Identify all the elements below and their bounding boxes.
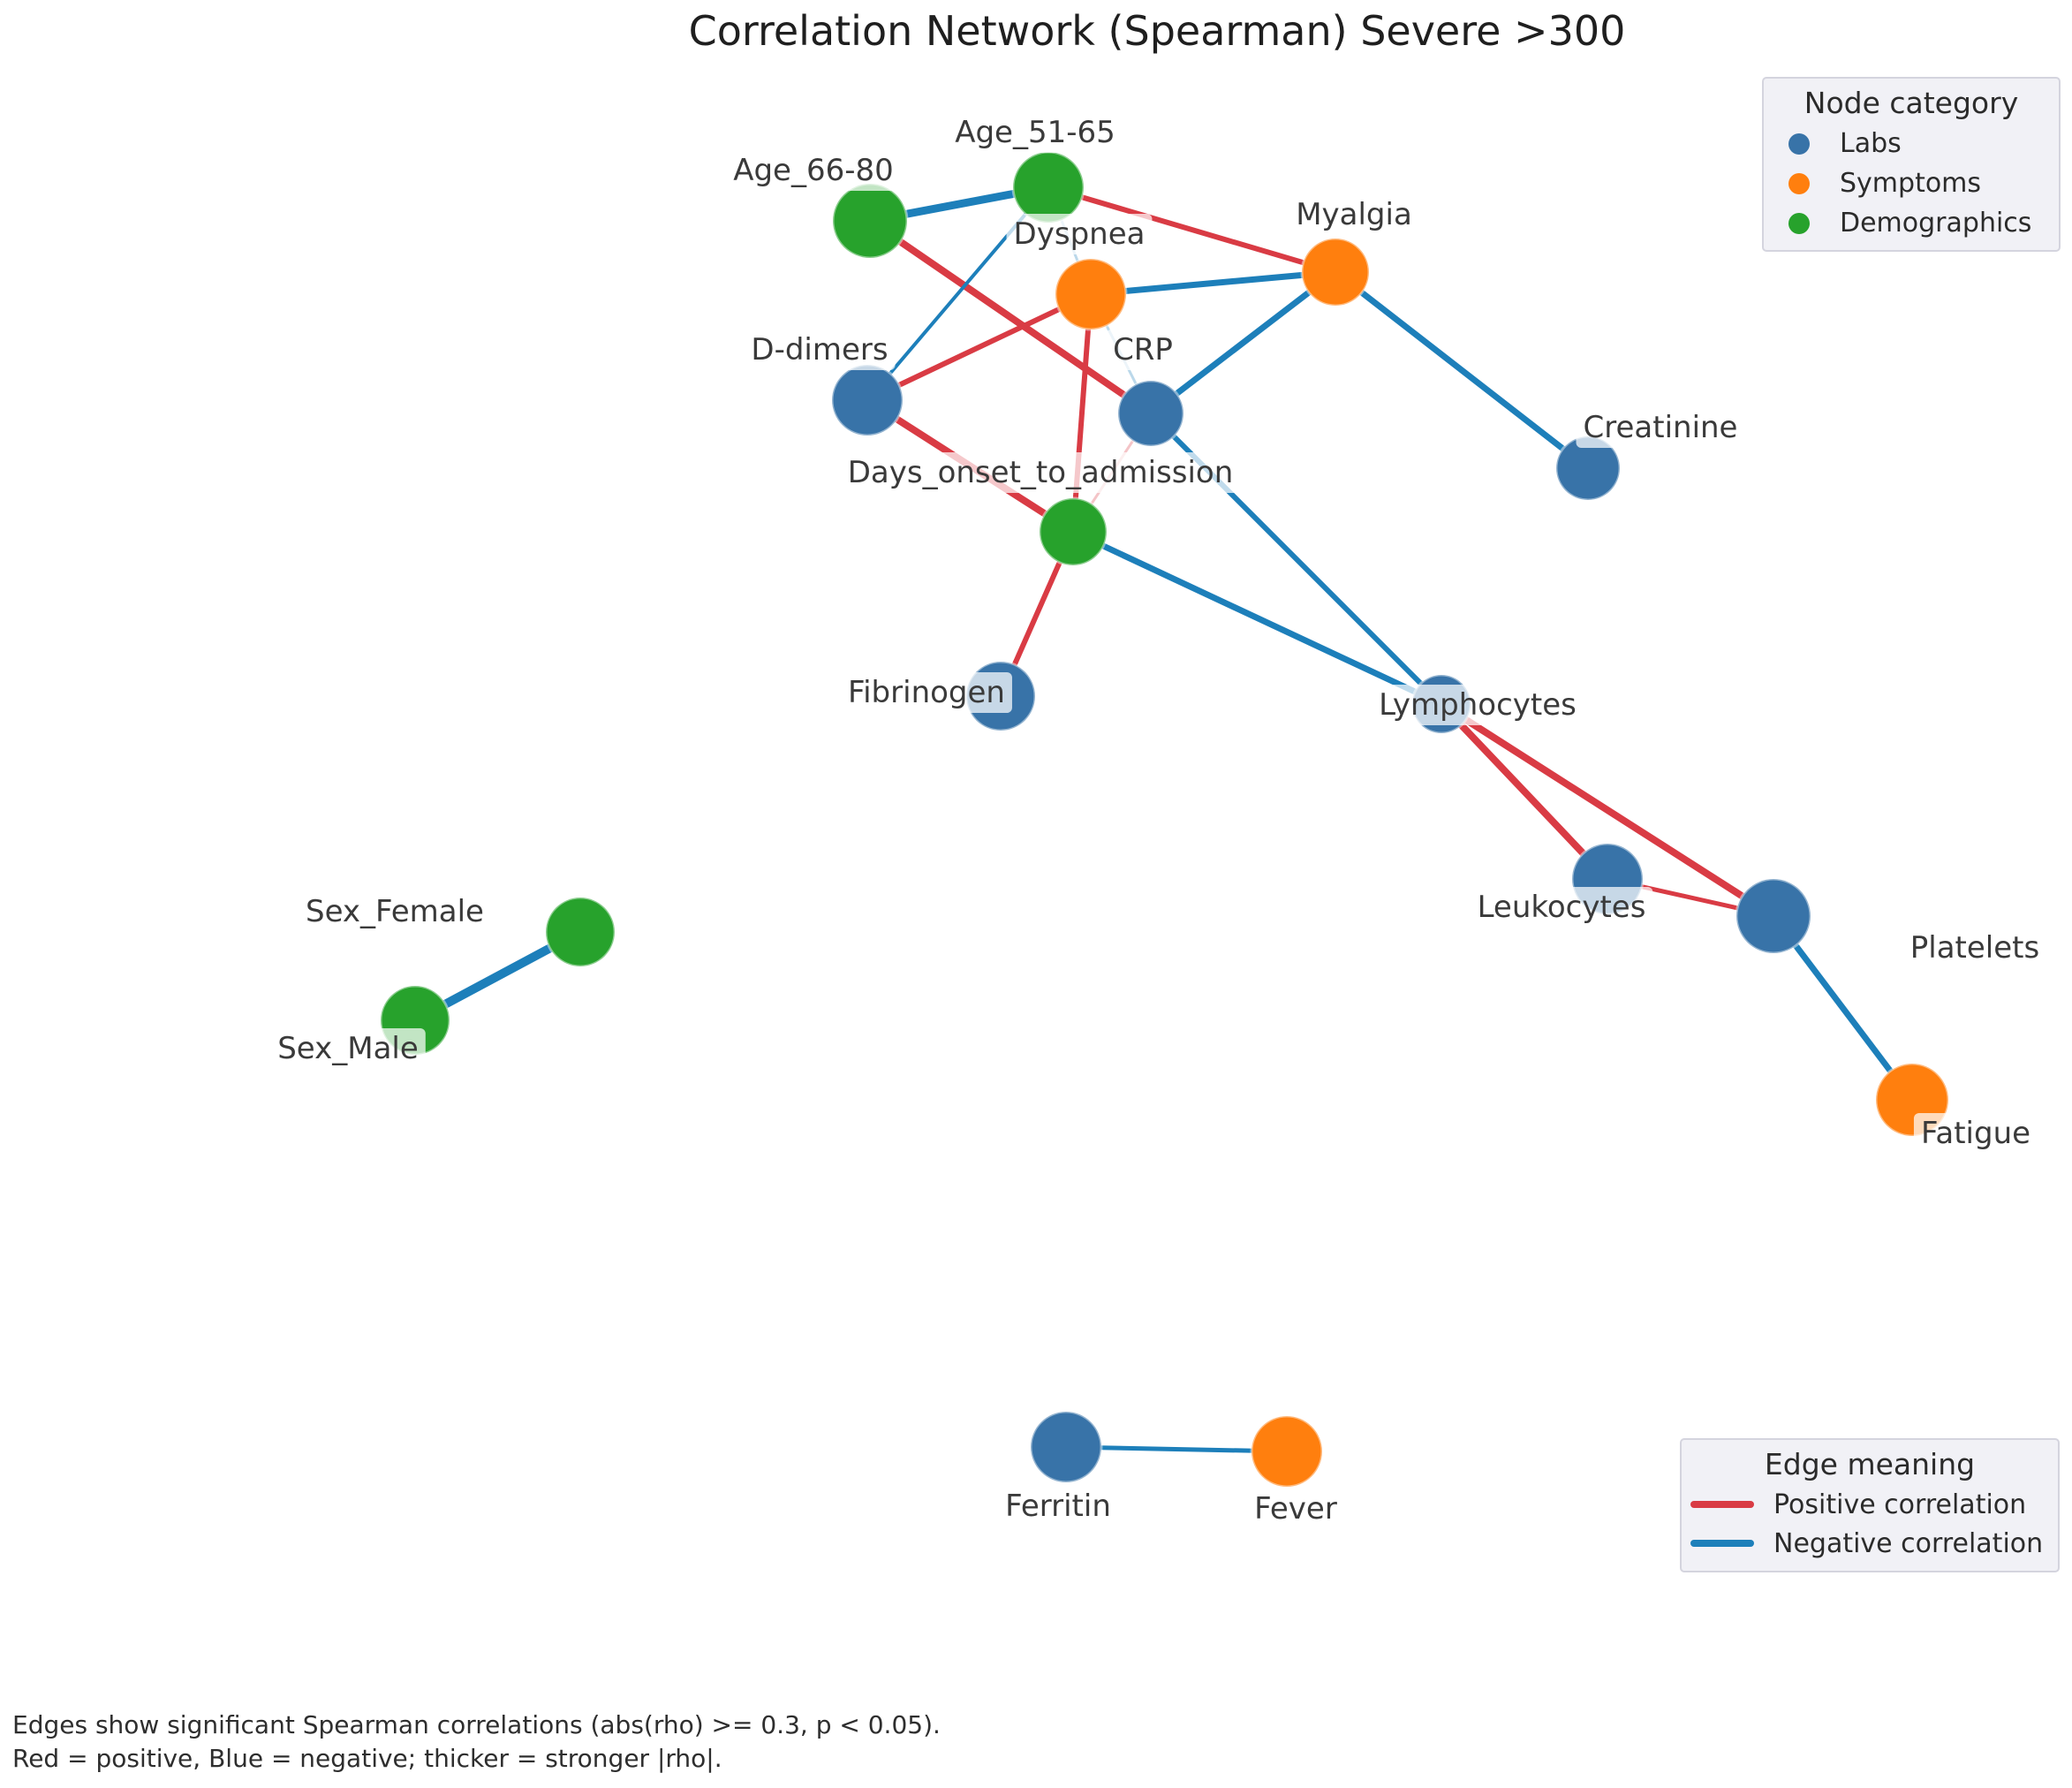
node-label-Fever: Fever bbox=[1254, 1491, 1337, 1527]
node-CRP bbox=[1116, 379, 1185, 448]
chart-title: Correlation Network (Spearman) Severe >3… bbox=[688, 7, 1626, 55]
node-label-halo-Fibrinogen bbox=[841, 672, 1012, 713]
node-legend-title: Node category bbox=[1804, 86, 2019, 120]
edge-Days_onset_to_admission--Lymphocytes bbox=[1071, 528, 1443, 708]
node-label-Fibrinogen: Fibrinogen bbox=[848, 675, 1005, 710]
node-Myalgia bbox=[1300, 237, 1371, 307]
node-legend-item-label: Demographics bbox=[1840, 208, 2032, 239]
edge-Platelets--Fatigue bbox=[1771, 913, 1915, 1102]
node-Sex_Female bbox=[544, 896, 616, 968]
node-label-halo-Myalgia bbox=[1289, 194, 1419, 235]
footnote: Edges show significant Spearman correlat… bbox=[12, 1708, 941, 1776]
node-label-Sex_Male: Sex_Male bbox=[277, 1031, 419, 1066]
edge-legend-item-negative: Negative correlation bbox=[1682, 1524, 2058, 1563]
labs-dot-icon bbox=[1788, 133, 1810, 155]
edge-legend-item-label: Positive correlation bbox=[1773, 1489, 2027, 1520]
node-label-Age_66-80: Age_66-80 bbox=[733, 153, 894, 188]
node-label-Dyspnea: Dyspnea bbox=[1014, 216, 1146, 252]
demographics-dot-icon bbox=[1788, 212, 1810, 234]
node-label-Days_onset_to_admission: Days_onset_to_admission bbox=[848, 455, 1234, 490]
edge-Lymphocytes--Leukocytes bbox=[1439, 701, 1610, 882]
node-label-halo-Dyspnea bbox=[1006, 214, 1153, 254]
edge-Age_51-65--Myalgia bbox=[1047, 185, 1336, 275]
node-label-Platelets: Platelets bbox=[1910, 930, 2039, 966]
node-label-halo-Leukocytes bbox=[1470, 887, 1653, 928]
node-Fever bbox=[1250, 1414, 1324, 1489]
node-label-halo-Platelets bbox=[1902, 928, 2047, 968]
node-legend-item-symptoms: Symptoms bbox=[1764, 163, 2059, 203]
node-label-halo-Age_66-80 bbox=[726, 150, 901, 191]
node-Dyspnea bbox=[1054, 257, 1128, 331]
node-legend-item-label: Labs bbox=[1840, 128, 1902, 159]
node-D-dimers bbox=[830, 363, 904, 437]
node-label-CRP: CRP bbox=[1113, 332, 1173, 367]
node-label-halo-Fatigue bbox=[1913, 1113, 2038, 1154]
node-Age_51-65 bbox=[1011, 150, 1085, 224]
edge-Myalgia--Creatinine bbox=[1333, 269, 1591, 471]
edge-Age_66-80--CRP bbox=[867, 217, 1153, 417]
edge-legend-title: Edge meaning bbox=[1764, 1447, 1976, 1481]
node-label-halo-CRP bbox=[1106, 330, 1180, 370]
edge-legend-item-positive: Positive correlation bbox=[1682, 1485, 2058, 1524]
node-label-halo-Sex_Male bbox=[270, 1028, 426, 1069]
edge-legend-item-label: Negative correlation bbox=[1773, 1527, 2044, 1559]
node-label-Myalgia: Myalgia bbox=[1296, 197, 1412, 232]
node-label-halo-Days_onset_to_admission bbox=[840, 452, 1241, 493]
positive-edge-line-icon bbox=[1690, 1501, 1754, 1508]
negative-edge-line-icon bbox=[1690, 1540, 1754, 1547]
node-label-halo-Age_51-65 bbox=[948, 112, 1123, 153]
node-Age_66-80 bbox=[831, 182, 909, 260]
node-label-Sex_Female: Sex_Female bbox=[306, 894, 484, 929]
footnote-line-1: Edges show significant Spearman correlat… bbox=[12, 1710, 941, 1739]
symptoms-dot-icon bbox=[1788, 172, 1810, 194]
edge-Ferritin--Fever bbox=[1065, 1444, 1288, 1454]
edge-CRP--Myalgia bbox=[1148, 269, 1338, 416]
node-label-halo-Sex_Female bbox=[299, 891, 491, 932]
node-label-halo-Ferritin bbox=[998, 1486, 1118, 1527]
node-label-halo-Lymphocytes bbox=[1372, 685, 1584, 725]
node-label-halo-Creatinine bbox=[1576, 407, 1745, 448]
node-Days_onset_to_admission bbox=[1038, 496, 1108, 567]
edge-Dyspnea--Myalgia bbox=[1090, 269, 1336, 298]
node-label-Lymphocytes: Lymphocytes bbox=[1379, 687, 1577, 723]
node-label-halo-Fever bbox=[1247, 1489, 1344, 1529]
edge-Dyspnea--D-dimers bbox=[866, 292, 1093, 403]
footnote-line-2: Red = positive, Blue = negative; thicker… bbox=[12, 1744, 722, 1773]
node-label-Age_51-65: Age_51-65 bbox=[955, 115, 1115, 150]
node-Platelets bbox=[1735, 877, 1812, 955]
node-legend-item-demographics: Demographics bbox=[1764, 203, 2059, 243]
node-label-halo-D-dimers bbox=[744, 330, 896, 370]
node-legend-item-labs: Labs bbox=[1764, 124, 2059, 163]
node-label-Leukocytes: Leukocytes bbox=[1478, 890, 1646, 925]
node-legend-item-label: Symptoms bbox=[1840, 168, 1982, 199]
node-label-Fatigue: Fatigue bbox=[1921, 1116, 2030, 1151]
node-label-D-dimers: D-dimers bbox=[751, 332, 888, 367]
node-Ferritin bbox=[1029, 1410, 1103, 1484]
node-label-Creatinine: Creatinine bbox=[1584, 410, 1738, 445]
edge-Lymphocytes--Platelets bbox=[1439, 701, 1776, 920]
node-label-Ferritin: Ferritin bbox=[1005, 1489, 1111, 1524]
edges-layer bbox=[412, 183, 1915, 1454]
